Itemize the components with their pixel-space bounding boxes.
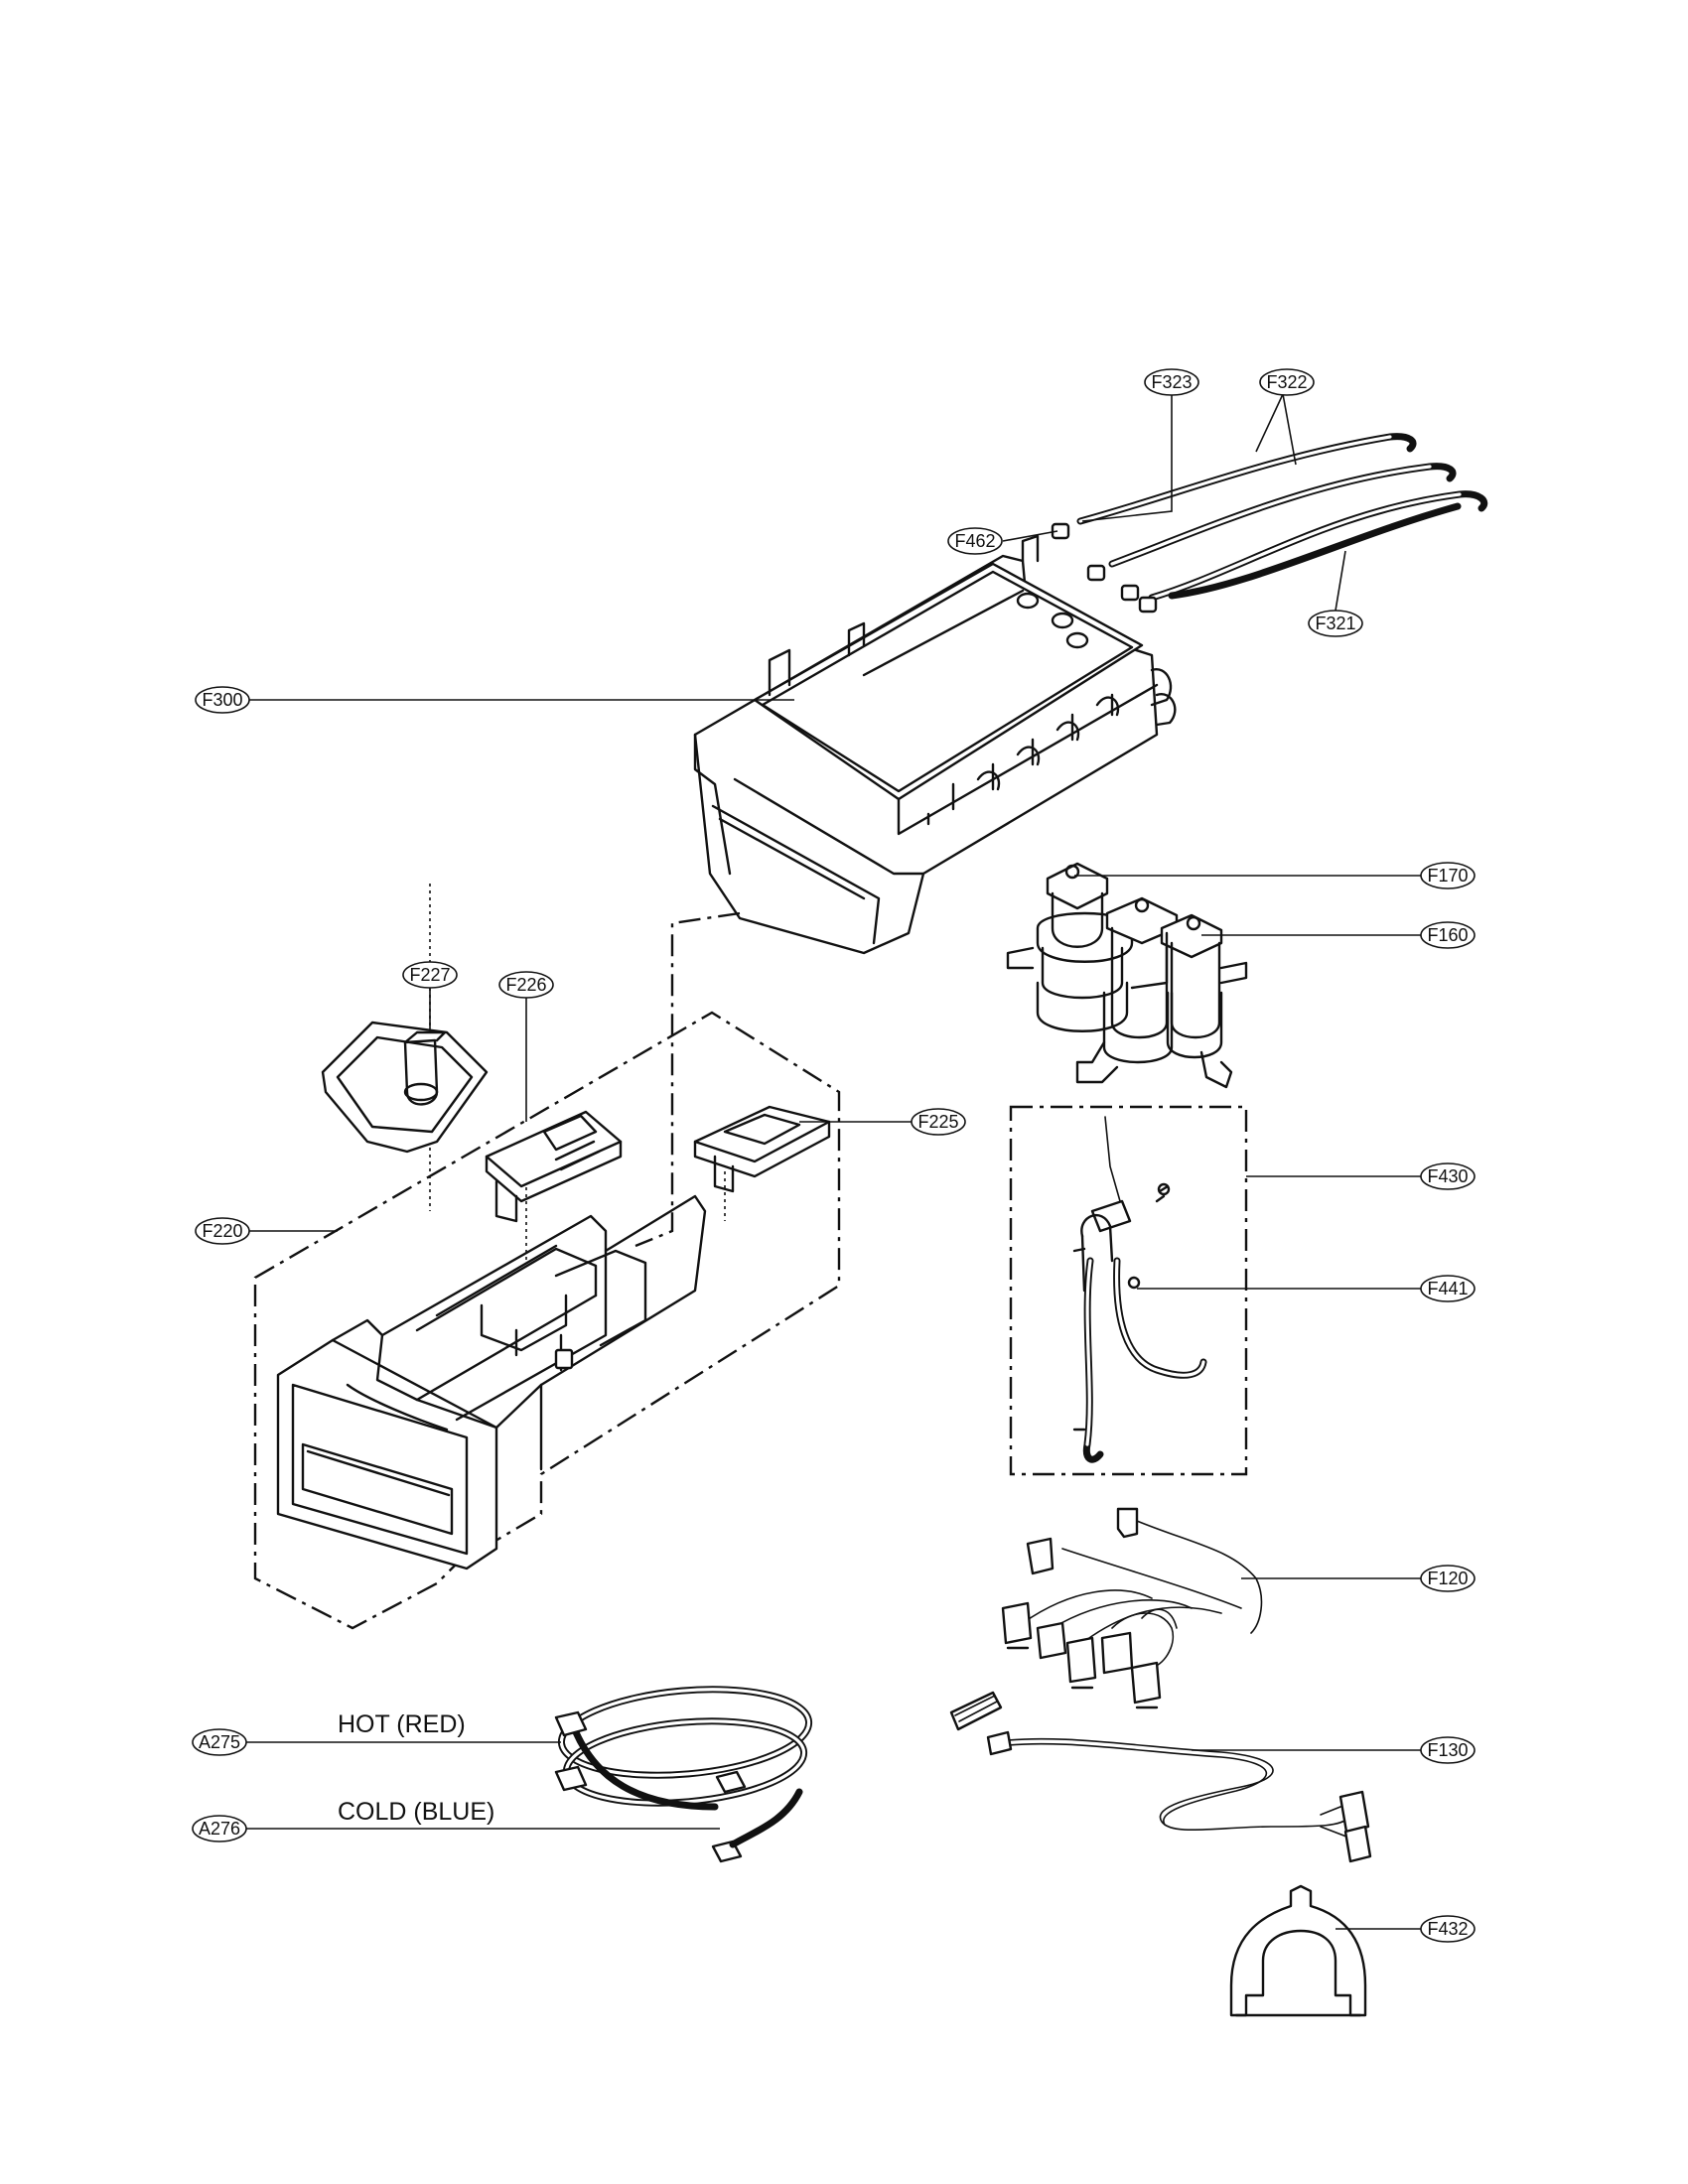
callout-f225: F225 — [911, 1108, 966, 1136]
svg-text:F170: F170 — [1427, 866, 1468, 886]
callout-a276: A276 — [192, 1815, 247, 1843]
callout-f432: F432 — [1420, 1915, 1476, 1943]
hot-hose-note: HOT (RED) — [338, 1710, 466, 1738]
svg-text:F432: F432 — [1427, 1919, 1468, 1939]
svg-text:F323: F323 — [1151, 372, 1192, 392]
water-valves-part — [1006, 862, 1248, 1089]
svg-text:F441: F441 — [1427, 1279, 1468, 1298]
callout-f120: F120 — [1420, 1565, 1476, 1592]
svg-text:F120: F120 — [1427, 1569, 1468, 1588]
svg-text:F226: F226 — [505, 975, 546, 995]
svg-text:A275: A275 — [199, 1732, 240, 1752]
svg-text:F225: F225 — [917, 1112, 958, 1132]
svg-text:F321: F321 — [1315, 614, 1355, 633]
dispenser-drawer-part — [276, 1194, 707, 1570]
softener-cap-part — [321, 1021, 489, 1154]
sub-harness-part — [949, 1691, 1372, 1863]
svg-text:F430: F430 — [1427, 1166, 1468, 1186]
leader-lines — [218, 393, 1422, 1930]
svg-text:F462: F462 — [954, 531, 995, 551]
svg-text:F322: F322 — [1266, 372, 1307, 392]
callout-f321: F321 — [1308, 610, 1363, 637]
svg-text:F220: F220 — [202, 1221, 242, 1241]
inlet-supply-hoses-part — [554, 1686, 813, 1863]
svg-text:F227: F227 — [409, 965, 450, 985]
cold-hose-note: COLD (BLUE) — [338, 1798, 494, 1826]
callout-f462: F462 — [947, 527, 1003, 555]
callout-a275: A275 — [192, 1728, 247, 1756]
callout-f323: F323 — [1144, 368, 1199, 396]
callout-f441: F441 — [1420, 1275, 1476, 1302]
callout-f430: F430 — [1420, 1162, 1476, 1190]
inlet-hoses-part — [1051, 433, 1488, 614]
callout-f170: F170 — [1420, 862, 1476, 889]
svg-text:F160: F160 — [1427, 925, 1468, 945]
detergent-insert-part — [693, 1105, 831, 1193]
alignment-line — [634, 911, 741, 1248]
hose-guide-clip-part — [1229, 1884, 1367, 2017]
wire-harness-part — [1001, 1507, 1263, 1709]
drain-hose-part — [1072, 1116, 1207, 1463]
callout-f322: F322 — [1259, 368, 1315, 396]
callout-f227: F227 — [402, 961, 458, 989]
dispenser-housing-part — [693, 534, 1177, 955]
svg-text:F300: F300 — [202, 690, 242, 710]
callout-f226: F226 — [498, 971, 554, 999]
drawer-group-boundary — [253, 1011, 841, 1630]
drain-group-boundary — [1009, 1105, 1248, 1476]
callout-f130: F130 — [1420, 1736, 1476, 1764]
bleach-insert-part — [485, 1110, 623, 1223]
svg-text:F130: F130 — [1427, 1740, 1468, 1760]
callout-f300: F300 — [195, 686, 250, 714]
svg-text:A276: A276 — [199, 1819, 240, 1839]
callout-f220: F220 — [195, 1217, 250, 1245]
callout-f160: F160 — [1420, 921, 1476, 949]
